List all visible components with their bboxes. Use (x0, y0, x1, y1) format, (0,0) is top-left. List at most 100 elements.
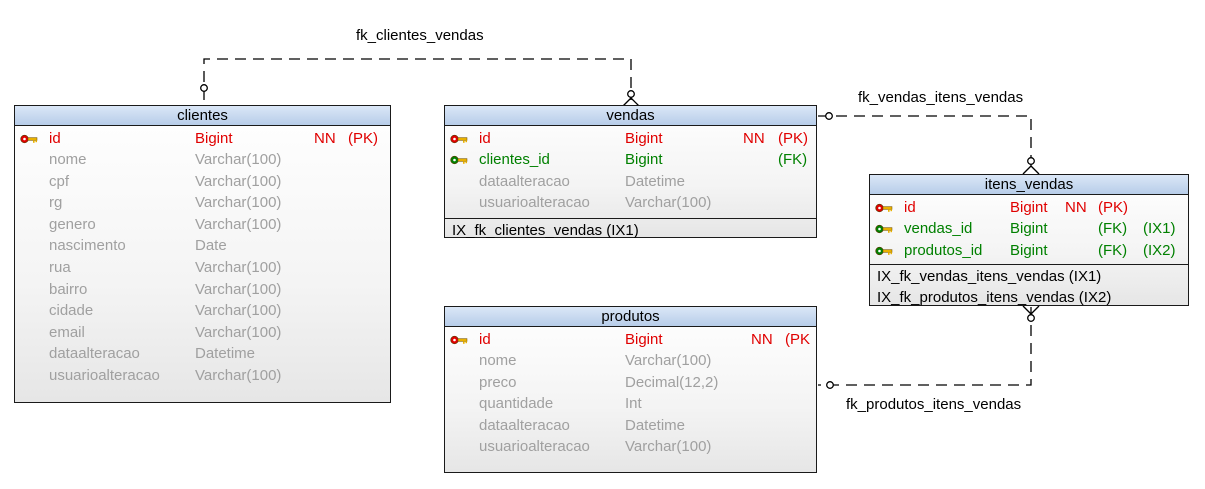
key-flag: (FK) (1098, 220, 1128, 238)
column-row[interactable]: preco Decimal(12,2) (445, 372, 816, 394)
column-name: usuarioalteracao (479, 194, 590, 212)
column-name: clientes_id (479, 151, 550, 169)
column-type: Bigint (625, 129, 663, 147)
column-type: Varchar(100) (195, 215, 282, 233)
column-row[interactable]: dataalteracao Datetime (15, 343, 390, 365)
column-row[interactable]: nome Varchar(100) (445, 350, 816, 372)
not-null-flag: NN (743, 129, 765, 147)
column-type: Varchar(100) (195, 280, 282, 298)
column-type: Varchar(100) (195, 259, 282, 277)
key-flag: (PK) (778, 129, 808, 147)
pk-key-icon (875, 203, 893, 212)
column-name: quantidade (479, 395, 554, 413)
column-name: cidade (49, 302, 94, 320)
connector-circle (826, 381, 834, 389)
pk-key-icon (20, 134, 38, 143)
index-list: IX_fk_clientes_vendas (IX1) (445, 217, 816, 244)
column-type: Varchar(100) (195, 367, 282, 385)
column-type: Datetime (195, 345, 256, 363)
column-type: Bigint (625, 151, 663, 169)
connector-circle (825, 112, 833, 120)
key-flag: (PK) (1098, 198, 1128, 216)
column-type: Bigint (1010, 241, 1048, 259)
pk-key-icon (450, 335, 468, 344)
column-type: Varchar(100) (195, 302, 282, 320)
column-row[interactable]: id Bigint NN (PK) (445, 128, 816, 150)
column-type: Bigint (625, 330, 663, 348)
column-row[interactable]: rua Varchar(100) (15, 257, 390, 279)
column-row[interactable]: produtos_id Bigint (FK) (IX2) (870, 240, 1188, 262)
column-type: Bigint (1010, 220, 1048, 238)
table-title: vendas (445, 106, 816, 126)
column-name: nascimento (49, 237, 126, 255)
column-row[interactable]: cpf Varchar(100) (15, 171, 390, 193)
column-name: id (904, 198, 916, 216)
relation-fk-vendas-itens-vendas[interactable] (818, 112, 1040, 175)
column-name: produtos_id (904, 241, 983, 259)
column-row[interactable]: quantidade Int (445, 393, 816, 415)
index-row[interactable]: IX_fk_produtos_itens_vendas (IX2) (877, 289, 1112, 306)
column-row[interactable]: usuarioalteracao Varchar(100) (15, 365, 390, 387)
key-flag: (PK) (348, 129, 378, 147)
column-type: Decimal(12,2) (625, 373, 719, 391)
column-name: usuarioalteracao (49, 367, 160, 385)
relation-fk-clientes-vendas[interactable] (200, 58, 640, 107)
relationship-label: fk_produtos_itens_vendas (846, 396, 1022, 413)
column-name: cpf (49, 172, 70, 190)
column-name: id (479, 129, 491, 147)
fk-key-icon (875, 224, 893, 234)
key-flag: (PK (785, 330, 811, 348)
column-type: Varchar(100) (195, 172, 282, 190)
key-flag: (FK) (1098, 241, 1128, 259)
column-name: preco (479, 373, 517, 391)
relationship-label: fk_vendas_itens_vendas (858, 89, 1024, 106)
table-title: clientes (15, 106, 390, 126)
relationship-label: fk_clientes_vendas (356, 27, 484, 44)
not-null-flag: NN (751, 330, 773, 348)
column-name: dataalteracao (479, 172, 570, 190)
connector-circle (200, 84, 208, 92)
connector-circle (1027, 157, 1035, 165)
connector-circle (627, 90, 635, 98)
not-null-flag: NN (1065, 198, 1087, 216)
column-name: genero (49, 215, 96, 233)
index-row[interactable]: IX_fk_vendas_itens_vendas (IX1) (877, 267, 1102, 285)
column-name: nome (479, 352, 517, 370)
index-flag: (IX1) (1143, 220, 1176, 238)
index-row[interactable]: IX_fk_clientes_vendas (IX1) (452, 221, 639, 239)
column-name: dataalteracao (49, 345, 140, 363)
column-name: rua (49, 259, 71, 277)
column-type: Varchar(100) (195, 323, 282, 341)
relation-fk-produtos-itens-vendas[interactable] (818, 305, 1040, 389)
column-type: Varchar(100) (625, 352, 712, 370)
column-row[interactable]: cidade Varchar(100) (15, 300, 390, 322)
column-row[interactable]: genero Varchar(100) (15, 214, 390, 236)
column-type: Bigint (195, 129, 233, 147)
index-flag: (IX2) (1143, 241, 1176, 259)
column-type: Varchar(100) (625, 438, 712, 456)
column-type: Int (625, 395, 642, 413)
table-title: produtos (445, 307, 816, 327)
